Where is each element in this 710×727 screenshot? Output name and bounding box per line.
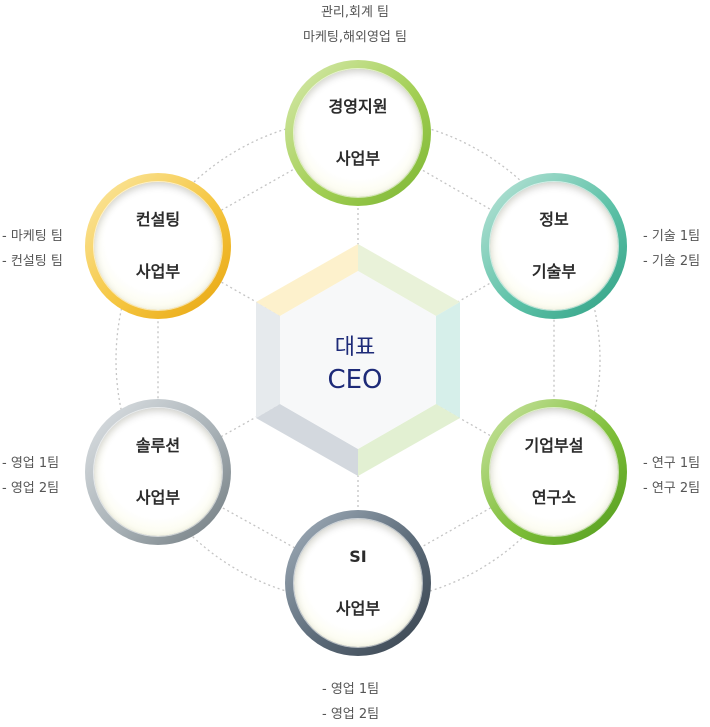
team-item: - 영업 1팀: [2, 456, 60, 471]
team-item: - 영업 1팀: [322, 682, 380, 697]
node-inner: SI 사업부: [294, 519, 422, 647]
hex-segment-top-right: [358, 244, 460, 316]
node-label: 기업부설 연구소: [525, 407, 584, 537]
outer-dotted-ring: [115, 117, 601, 603]
hex-segment-left: [256, 302, 280, 418]
node-label-line2: 연구소: [531, 488, 577, 507]
node-management-division: 경영지원 사업부: [285, 60, 431, 206]
hex-segment-top-left: [256, 244, 358, 316]
team-list-solution: - 영업 1팀 - 영업 2팀: [2, 451, 59, 501]
team-item: 마케팅,해외영업 팀: [303, 30, 407, 45]
node-inner: 솔루션 사업부: [94, 408, 222, 536]
node-label-line1: 정보: [539, 210, 569, 229]
node-label-line1: 기업부설: [524, 436, 584, 455]
node-label-line1: SI: [349, 547, 367, 566]
node-research-lab: 기업부설 연구소: [481, 399, 627, 545]
ceo-label: 대표 CEO: [300, 333, 410, 397]
team-item: - 연구 2팀: [643, 481, 701, 496]
node-info-tech-division: 정보 기술부: [481, 173, 627, 319]
team-list-management: 관리,회계 팀 마케팅,해외영업 팀: [260, 0, 450, 50]
node-label-line2: 기술부: [531, 262, 577, 281]
node-label: 정보 기술부: [532, 181, 576, 311]
node-label-line2: 사업부: [335, 599, 381, 618]
team-list-research-lab: - 연구 1팀 - 연구 2팀: [643, 451, 700, 501]
node-label-line1: 경영지원: [328, 97, 388, 116]
ceo-title-english: CEO: [327, 365, 383, 395]
team-item: - 기술 2팀: [643, 254, 701, 269]
node-solution-division: 솔루션 사업부: [85, 399, 231, 545]
node-si-division: SI 사업부: [285, 510, 431, 656]
team-item: - 영업 2팀: [322, 707, 380, 722]
node-inner: 기업부설 연구소: [490, 408, 618, 536]
hex-segment-bottom-left: [256, 404, 358, 476]
center-hexagon: [256, 244, 460, 476]
node-label: 솔루션 사업부: [136, 407, 180, 537]
team-item: 관리,회계 팀: [320, 5, 390, 20]
hex-segment-bottom-right: [358, 404, 460, 476]
team-list-si: - 영업 1팀 - 영업 2팀: [322, 677, 379, 727]
node-label-line1: 솔루션: [135, 436, 181, 455]
ceo-title-korean: 대표: [334, 335, 376, 360]
team-list-info-tech: - 기술 1팀 - 기술 2팀: [643, 224, 700, 274]
node-label: SI 사업부: [336, 518, 380, 648]
team-item: - 마케팅 팀: [2, 229, 63, 244]
node-label-line2: 사업부: [135, 488, 181, 507]
node-label-line2: 사업부: [135, 262, 181, 281]
team-item: - 컨설팅 팀: [2, 254, 63, 269]
node-inner: 경영지원 사업부: [294, 69, 422, 197]
node-inner: 컨설팅 사업부: [94, 182, 222, 310]
node-consulting-division: 컨설팅 사업부: [85, 173, 231, 319]
hex-segment-right: [436, 302, 460, 418]
team-item: - 기술 1팀: [643, 229, 701, 244]
node-label-line1: 컨설팅: [135, 210, 181, 229]
node-label: 경영지원 사업부: [329, 68, 388, 198]
node-label-line2: 사업부: [335, 149, 381, 168]
team-item: - 연구 1팀: [643, 456, 701, 471]
hex-inner: [280, 271, 436, 449]
node-inner: 정보 기술부: [490, 182, 618, 310]
team-item: - 영업 2팀: [2, 481, 60, 496]
team-list-consulting: - 마케팅 팀 - 컨설팅 팀: [2, 224, 63, 274]
node-label: 컨설팅 사업부: [136, 181, 180, 311]
